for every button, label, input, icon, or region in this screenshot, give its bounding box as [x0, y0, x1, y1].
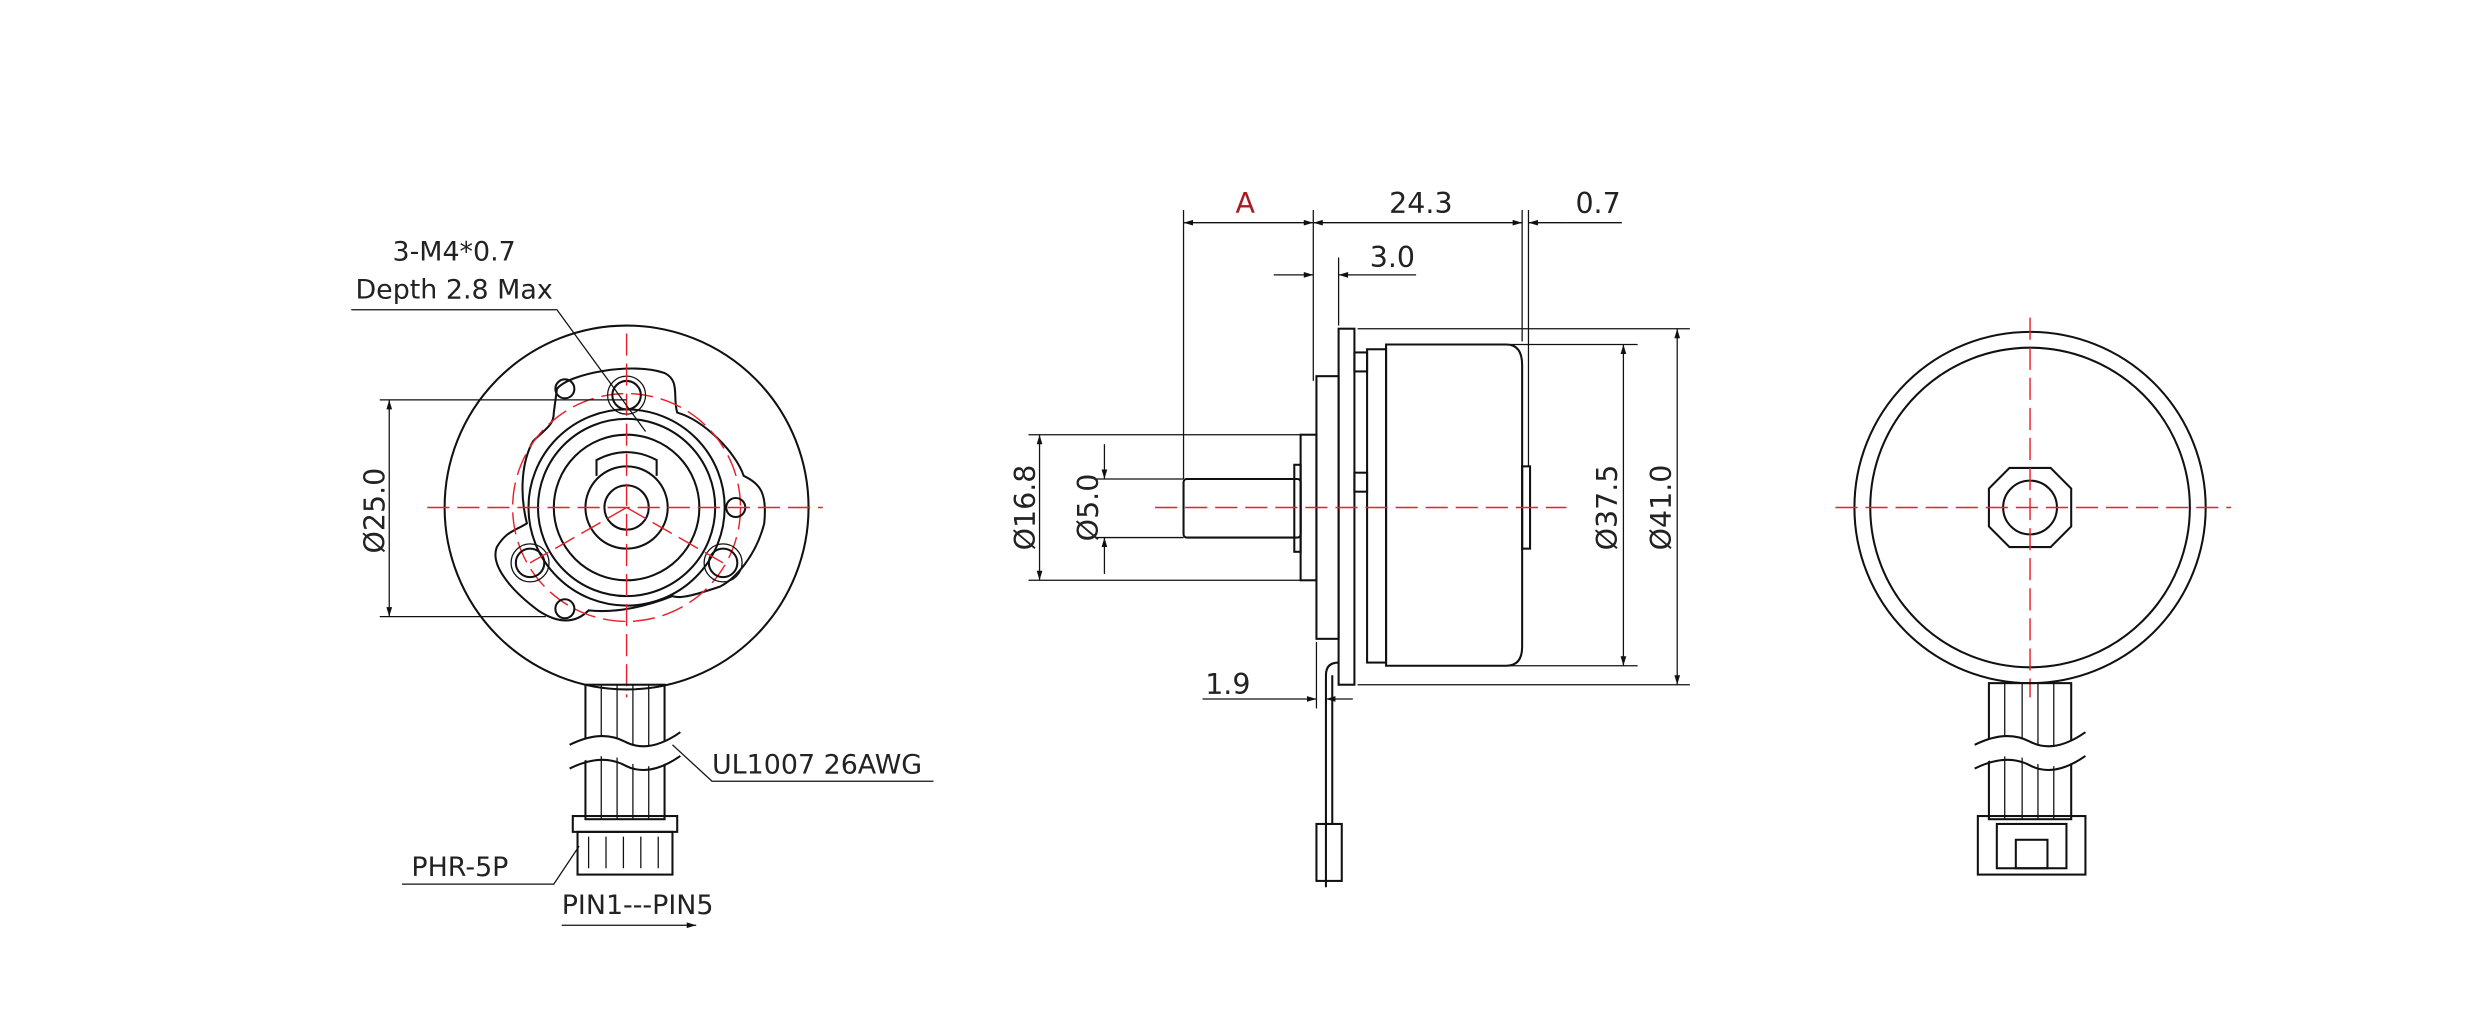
connector-note: PHR-5P [411, 852, 508, 883]
shaft [1182, 477, 1302, 539]
mounting-flange [494, 367, 766, 622]
plate-tab [1353, 471, 1369, 493]
bolt-centerline [529, 506, 627, 564]
rotor-ring [1366, 348, 1388, 664]
rear-hub [1987, 466, 2073, 549]
boss-dia-label: Ø16.8 [1009, 465, 1042, 551]
rear-connector [1976, 815, 2087, 876]
side-view: A 24.3 0.7 3.0 Ø16.8 Ø5.0 Ø37.5 Ø41.0 1.… [1009, 187, 1690, 888]
thread-note: 3-M4*0.7 [392, 237, 515, 268]
motor-body [1385, 343, 1524, 667]
wire-note: UL1007 26AWG [712, 749, 922, 780]
front-view: Ø25.0 3-M4*0.7 Depth 2.8 Max UL1007 26AW… [351, 237, 934, 929]
plate-label: 1.9 [1205, 668, 1250, 701]
wire-bundle [569, 683, 681, 821]
length-label: 24.3 [1389, 187, 1452, 220]
mount-hole-thread [510, 543, 550, 583]
cap-label: 0.7 [1575, 187, 1620, 220]
pin-note: PIN1---PIN5 [562, 890, 714, 921]
flange-label: 3.0 [1370, 241, 1415, 274]
plate-tab [1353, 351, 1369, 373]
shaft-dia-label: Ø5.0 [1072, 474, 1105, 542]
body-dia-label: Ø37.5 [1591, 465, 1624, 551]
rear-view [1835, 317, 2232, 876]
small-hole [554, 378, 576, 400]
outer-dia-label: Ø41.0 [1645, 465, 1678, 551]
small-hole [554, 598, 576, 620]
thread-leader [351, 309, 647, 432]
bolt-circle-label: Ø25.0 [358, 468, 391, 554]
mount-hole [707, 547, 739, 579]
rear-wire-bundle [1974, 682, 2087, 821]
depth-note: Depth 2.8 Max [355, 275, 552, 306]
dimension-a-label: A [1236, 187, 1256, 220]
bolt-centerline [626, 506, 724, 564]
connector-leader [401, 845, 580, 885]
mount-hole-thread [703, 543, 743, 583]
shaft-clip [595, 451, 658, 476]
mount-hole [514, 547, 546, 579]
lead-wire [1324, 661, 1339, 888]
mounting-plate [1337, 327, 1356, 686]
connector [571, 815, 679, 876]
side-connector [1315, 822, 1343, 882]
wire-leader [672, 744, 934, 782]
